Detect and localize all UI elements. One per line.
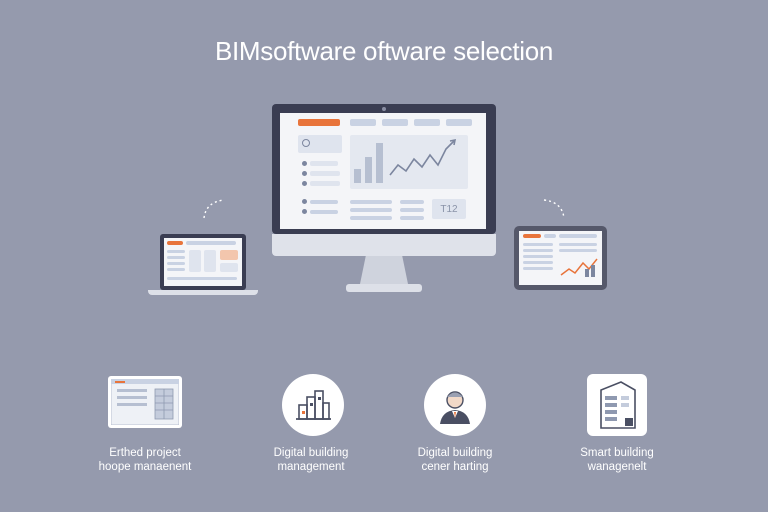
smart-building-icon — [600, 381, 636, 429]
feature-card-1[interactable] — [108, 376, 182, 428]
laptop-row — [167, 262, 185, 265]
tablet-row — [523, 267, 553, 270]
laptop-card — [189, 250, 201, 272]
nav-tab[interactable] — [350, 119, 376, 126]
tablet-row — [559, 249, 597, 252]
tablet-row — [523, 243, 553, 246]
nav-tab[interactable] — [382, 119, 408, 126]
tablet-row — [523, 261, 553, 264]
feature-label-3: Digital building cener harting — [380, 446, 530, 474]
list-row — [400, 208, 424, 212]
sync-arc-icon — [543, 199, 565, 219]
laptop-card — [204, 250, 216, 272]
sync-arc-icon — [203, 199, 225, 219]
webcam-dot — [382, 107, 386, 111]
list-row — [400, 200, 424, 204]
laptop-chart — [220, 250, 238, 260]
sidebar-item[interactable] — [310, 161, 338, 166]
laptop-screen — [164, 238, 242, 286]
monitor-base — [346, 284, 422, 292]
feature-label-line: Erthed project — [109, 447, 181, 459]
list-row — [350, 216, 392, 220]
laptop-nav — [186, 241, 236, 245]
feature-icon-2[interactable] — [282, 374, 344, 436]
sidebar-item[interactable] — [310, 171, 340, 176]
feature-icon-3[interactable] — [424, 374, 486, 436]
document-table-icon — [111, 379, 179, 425]
list-row — [350, 200, 392, 204]
laptop-row — [167, 250, 185, 253]
monitor-chin — [272, 234, 496, 256]
bullet-icon — [302, 209, 307, 214]
feature-label-line: Smart building — [580, 447, 654, 459]
bullet-icon — [302, 199, 307, 204]
feature-label-2: Digital building management — [236, 446, 386, 474]
nav-tab[interactable] — [414, 119, 440, 126]
building-icon — [296, 390, 331, 420]
nav-tab-active[interactable] — [298, 119, 340, 126]
search-icon — [302, 139, 310, 147]
monitor-screen: T12 — [280, 113, 486, 229]
tablet-row — [523, 249, 553, 252]
tablet-screen — [519, 231, 602, 285]
feature-label-1: Erthed project hoope manaenent — [70, 446, 220, 474]
feature-label-line: hoope manaenent — [98, 461, 192, 473]
laptop-row — [167, 256, 185, 259]
person-icon — [440, 391, 470, 424]
tablet-nav — [544, 234, 556, 238]
laptop-row — [167, 277, 237, 280]
list-row — [400, 216, 424, 220]
bullet-icon — [302, 171, 307, 176]
page-title: BIMsoftware oftware selection — [214, 36, 554, 66]
feature-icon-4[interactable] — [587, 374, 647, 436]
line-chart-icon — [354, 138, 457, 183]
tablet-chart-icon — [560, 258, 598, 277]
bullet-icon — [302, 161, 307, 166]
laptop-row — [167, 268, 185, 271]
bullet-icon — [302, 181, 307, 186]
list-row — [310, 200, 338, 204]
tablet-nav — [559, 234, 597, 238]
badge-card[interactable]: T12 — [432, 199, 466, 219]
feature-label-line: Digital building — [417, 447, 493, 459]
feature-label-4: Smart building wanagenelt — [542, 446, 692, 474]
monitor-stand — [360, 256, 408, 284]
laptop-base — [148, 290, 258, 295]
list-row — [350, 208, 392, 212]
feature-label-line: wanagenelt — [587, 461, 647, 473]
tablet-row — [523, 255, 553, 258]
tablet-row — [559, 243, 597, 246]
list-row — [310, 210, 338, 214]
laptop-card — [220, 263, 238, 272]
feature-label-line: Digital building — [273, 447, 349, 459]
sidebar-item[interactable] — [310, 181, 340, 186]
tablet-tab-active — [523, 234, 541, 238]
nav-tab[interactable] — [446, 119, 472, 126]
laptop-tab-active — [167, 241, 183, 245]
feature-label-line: management — [277, 461, 345, 473]
feature-label-line: cener harting — [421, 461, 489, 473]
